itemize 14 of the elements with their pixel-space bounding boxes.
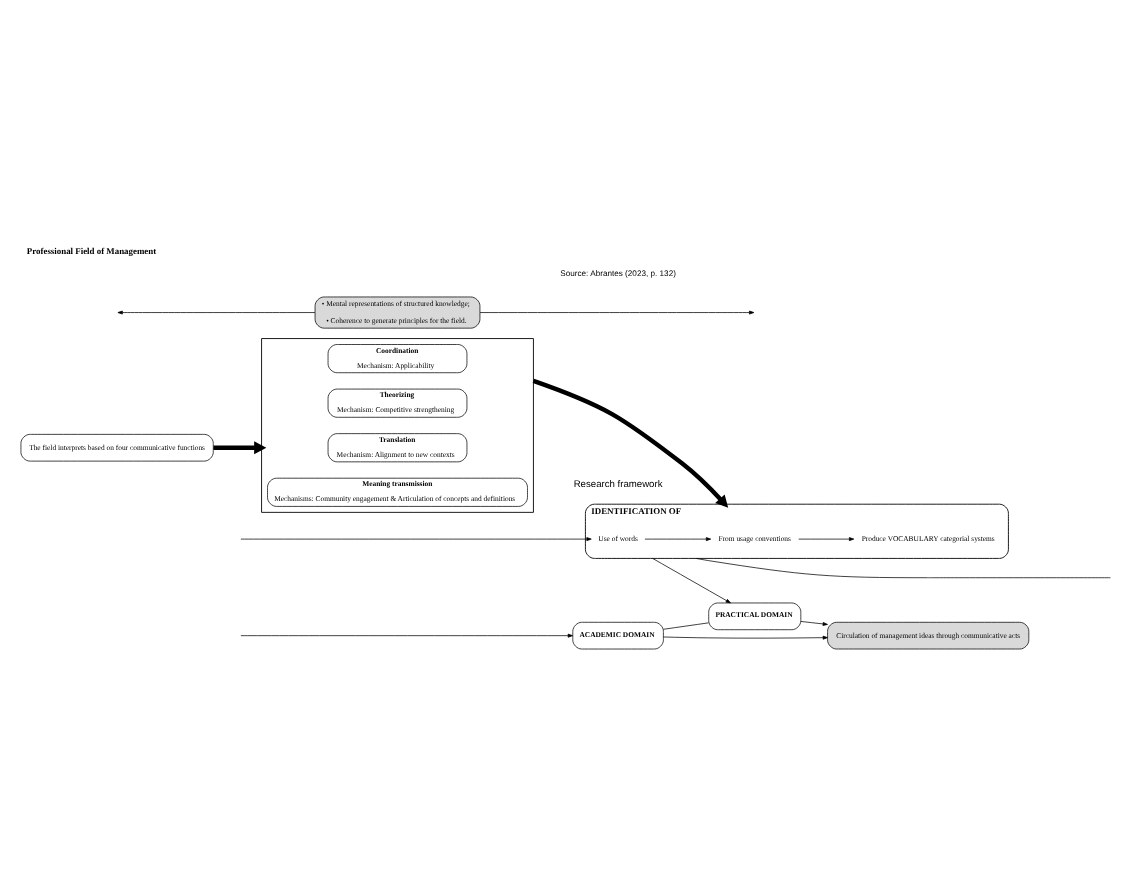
arrow	[240, 633, 573, 638]
connector	[663, 622, 709, 630]
connector	[695, 558, 1111, 579]
arrow	[663, 635, 828, 640]
arrow	[644, 537, 712, 542]
arrow	[117, 310, 316, 315]
arrow	[479, 310, 755, 315]
arrow	[798, 537, 855, 542]
arrow	[800, 621, 828, 626]
arrow	[652, 558, 731, 604]
arrow	[213, 441, 267, 455]
arrow	[240, 537, 592, 542]
arrow	[532, 378, 729, 508]
cluster	[261, 338, 534, 513]
